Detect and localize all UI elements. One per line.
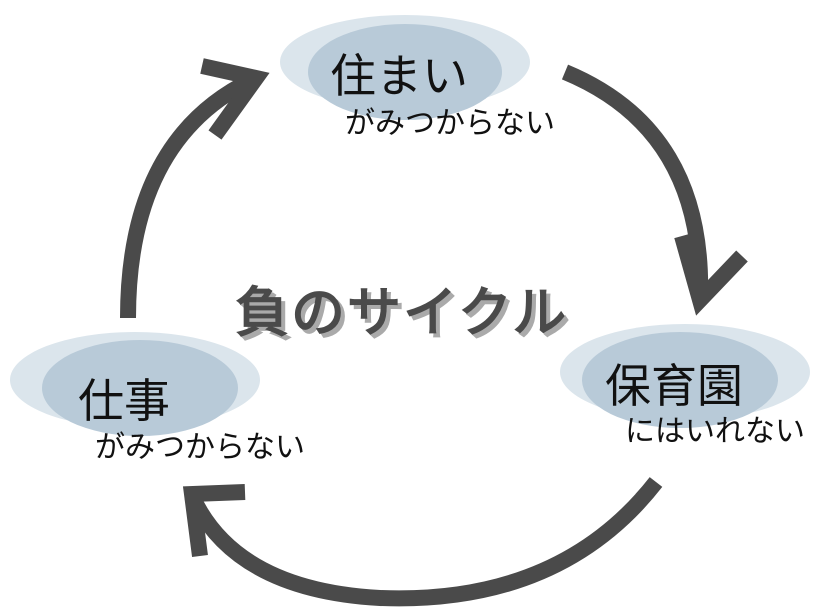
arrowhead-housing [200, 58, 270, 140]
arrow-housing-to-daycare [561, 64, 709, 299]
arrow-work-to-housing [120, 72, 256, 319]
arrowhead-daycare [674, 233, 748, 316]
arrow-daycare-to-work [184, 477, 663, 607]
node-daycare-label: 保育園 [605, 359, 743, 413]
diagram-title: 負のサイクル [235, 281, 569, 344]
node-housing-sub: がみつからない [345, 106, 555, 141]
node-housing-label: 住まい [330, 49, 468, 103]
node-daycare-sub: にはいれない [625, 414, 805, 449]
work-ellipse-inner [42, 340, 238, 436]
arrowhead-work [182, 484, 246, 558]
node-work-label: 仕事 [78, 374, 170, 428]
daycare-ellipse-inner [582, 332, 778, 428]
node-work-sub: がみつからない [95, 430, 305, 465]
housing-ellipse-inner [308, 24, 502, 120]
